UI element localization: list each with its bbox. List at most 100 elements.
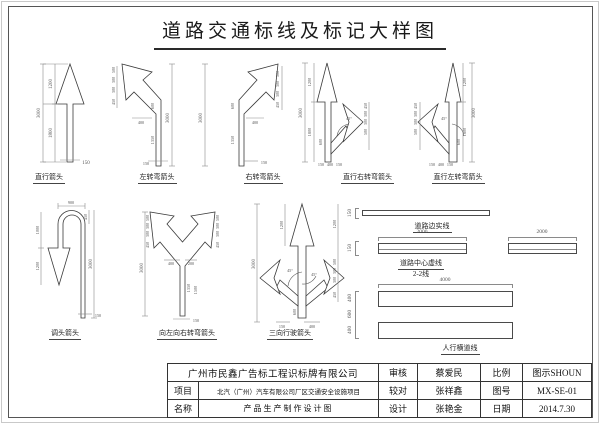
u-turn-arrow-diagram: 900 450 1000 1200 3000 150	[35, 200, 101, 319]
dim-top900: 900	[68, 200, 74, 205]
dim-width: 150	[261, 160, 267, 165]
center-line-seg2-text: 2000	[536, 229, 548, 235]
dim-b400: 400	[438, 162, 444, 167]
straight-arrow-shape	[55, 62, 85, 163]
proof-label: 较对	[379, 382, 418, 400]
center-line-seg1-dim	[378, 237, 467, 241]
dim-b400: 400	[327, 162, 333, 167]
dim-s450: 450	[332, 292, 337, 298]
right-arrowhead-shape	[342, 102, 364, 143]
u-turn-arrow-shape	[47, 210, 86, 319]
dim-s300a: 300	[332, 268, 337, 274]
dim-b150b: 150	[336, 162, 342, 167]
dim-v1000: 1000	[35, 226, 40, 234]
dim-b150a: 150	[318, 162, 324, 167]
dim-angle: 45°	[346, 116, 352, 121]
dim-h400: 400	[252, 120, 258, 125]
dim-h200: 200	[188, 261, 194, 266]
dim-s450: 450	[363, 103, 368, 109]
dim-head-left: 1200	[279, 221, 284, 229]
dim-angle-right: 45°	[311, 272, 317, 277]
dim-s450l: 450	[145, 242, 150, 248]
crosswalk-bar1	[378, 291, 513, 307]
dim-h400: 400	[138, 120, 144, 125]
label-three-way-arrow: 三向行驶箭头	[250, 328, 330, 340]
dim-s300a: 300	[111, 77, 116, 83]
crosswalk-length-dim	[378, 284, 513, 288]
dim-total: 3000	[37, 108, 42, 119]
dim-s500: 500	[363, 129, 368, 135]
dim-b150b: 150	[447, 162, 453, 167]
dim-total: 3000	[199, 113, 204, 124]
dim-head: 1200	[307, 78, 312, 86]
proof-value: 张祥鑫	[418, 382, 481, 400]
dim-s300a: 300	[413, 111, 418, 117]
scale-value: 图示SHOUN	[523, 364, 592, 382]
center-line-seg1-text: 2000	[416, 229, 428, 235]
label-center-line: 道路中心虚线	[385, 258, 457, 270]
crosswalk-side-dim	[355, 291, 359, 339]
dim-s500: 500	[332, 259, 337, 265]
dim-s450r: 450	[215, 242, 220, 248]
dim-shaft: 1800	[307, 128, 312, 136]
dim-v600: 600	[230, 103, 235, 109]
right-arrowhead-shape	[323, 258, 345, 296]
label-road-edge-line: 道路边实线	[398, 221, 466, 233]
label-u-turn-arrow: 调头箭头	[35, 328, 95, 340]
dim-width: 150	[95, 313, 101, 318]
dim-b150a: 150	[429, 162, 435, 167]
label-straight-arrow: 直行箭头	[21, 172, 77, 184]
sheet-title: 道路交通标线及标记大样图	[0, 16, 600, 50]
edge-line-dim	[355, 208, 359, 219]
center-line-width-dim	[355, 241, 359, 256]
label-straight-right-arrow: 直行右转弯箭头	[325, 172, 410, 184]
dim-v1500: 1500	[193, 286, 198, 294]
crosswalk-length-text: 4000	[439, 277, 451, 283]
dim-angle: 45°	[441, 116, 447, 121]
dim-s300b: 300	[413, 119, 418, 125]
dim-total: 3000	[472, 108, 477, 119]
dim-s300ar: 300	[215, 223, 220, 229]
dim-total: 3000	[252, 259, 257, 270]
straight-left-arrow-diagram: 3000 1200 1800 600 45° 450 300 300 500 1…	[413, 62, 477, 167]
right-turn-arrow-shape	[238, 63, 279, 167]
project-label: 项目	[168, 382, 199, 400]
road-edge-line-bar	[362, 210, 490, 216]
straight-arrow-shape	[316, 62, 338, 163]
dim-total: 3000	[166, 113, 171, 124]
dim-width: 150	[82, 161, 90, 166]
dim-head: 1200	[49, 79, 54, 90]
design-label: 设计	[379, 400, 418, 418]
dim-v1350: 1350	[230, 136, 235, 144]
audit-value: 蔡爱民	[418, 364, 481, 382]
label-left-turn-arrow: 左转弯箭头	[122, 172, 192, 184]
dim-s300a: 300	[363, 111, 368, 117]
dim-s500l: 500	[145, 215, 150, 221]
label-straight-left-arrow: 直行左转弯箭头	[413, 172, 503, 184]
dim-s450: 450	[275, 102, 280, 108]
name-value: 产品生产制作设计图	[199, 400, 379, 418]
dim-s500r: 500	[215, 215, 220, 221]
dim-s300b: 300	[275, 91, 280, 97]
dim-head-right: 1200	[332, 220, 337, 228]
left-arrowhead-shape	[417, 102, 439, 143]
date-label: 日期	[481, 400, 523, 418]
scale-label: 比例	[481, 364, 523, 382]
label-left-right-turn-arrow: 向左向右转弯箭头	[142, 328, 232, 340]
center-line-bar2	[508, 243, 577, 254]
edge-line-dim-text: 150	[347, 208, 353, 218]
dim-total: 3000	[299, 108, 304, 119]
dim-s450: 450	[111, 99, 116, 105]
project-value: 北汽（广州）汽车有限公司厂区交通安全设施项目	[199, 382, 379, 400]
dim-s500: 500	[413, 129, 418, 135]
dim-v450: 450	[83, 214, 88, 220]
crosswalk-bar2	[378, 322, 513, 339]
label-center-line-sub: 2-2线	[412, 270, 430, 278]
dim-v600: 600	[318, 139, 323, 145]
dim-total: 3000	[140, 263, 145, 274]
straight-arrow-diagram: 3000 1200 1800 150	[37, 62, 90, 166]
dim-s500: 500	[111, 67, 116, 73]
dim-width: 150	[193, 318, 199, 323]
crosswalk-w2-text: 400	[347, 325, 353, 335]
